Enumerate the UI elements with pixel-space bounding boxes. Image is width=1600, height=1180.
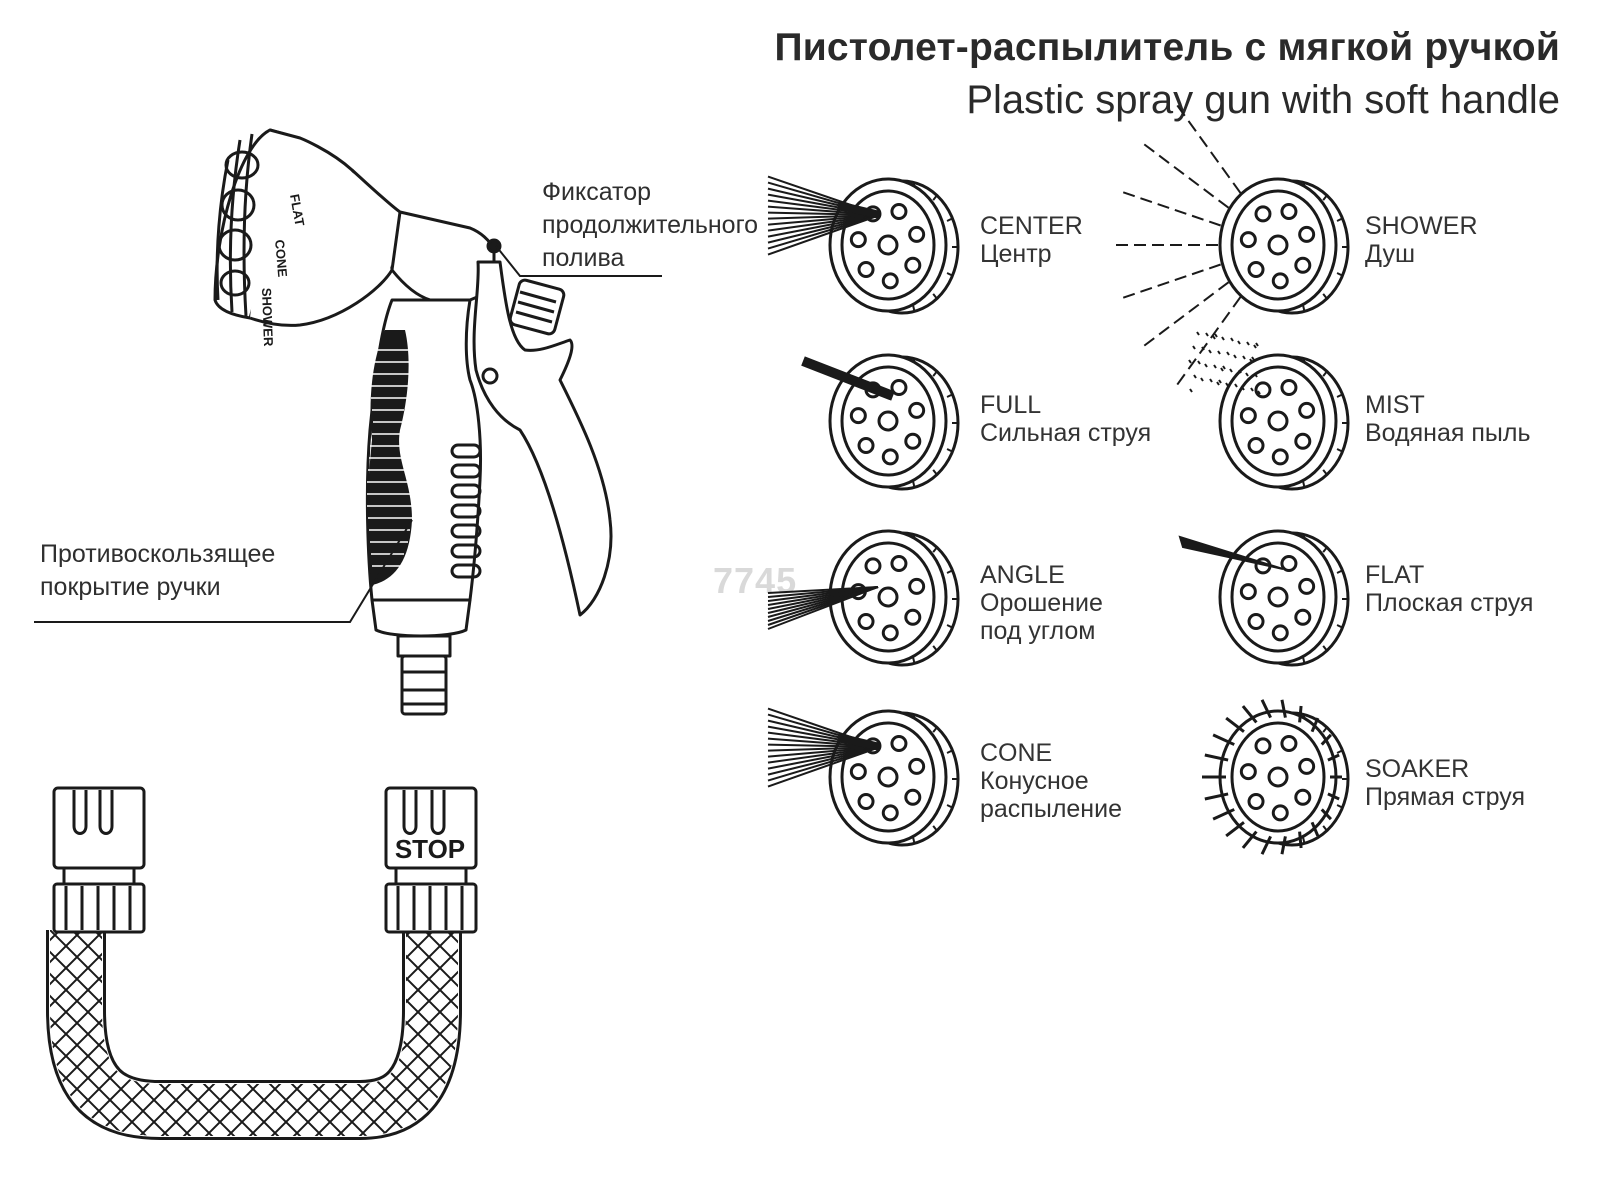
mode-full-en: FULL [980, 391, 1042, 419]
ring-label-cone: CONE [272, 239, 290, 278]
handle-slots [450, 443, 482, 579]
mode-label-full: FULL Сильная струя [980, 391, 1151, 447]
grip-callout-line [34, 519, 413, 623]
mode-flat-en: FLAT [1365, 561, 1425, 589]
mode-cone-ru-1: Конусное [980, 767, 1089, 795]
mode-soaker-en: SOAKER [1365, 755, 1470, 783]
callout-lines [34, 245, 662, 623]
grip-callout-line-1: Противоскользящее [40, 540, 276, 568]
mode-shower-en: SHOWER [1365, 212, 1478, 240]
mode-label-shower: SHOWER Душ [1365, 212, 1478, 268]
spray-mode-icons [767, 104, 1350, 855]
mode-angle-en: ANGLE [980, 561, 1065, 589]
grip-callout-line-2: покрытие ручки [40, 573, 221, 601]
flat-spray-icon [1178, 529, 1350, 667]
full-spray-icon [801, 353, 960, 491]
lock-callout: Фиксатор продолжительного полива [542, 176, 758, 275]
mode-label-soaker: SOAKER Прямая струя [1365, 755, 1525, 811]
nozzle-dial [213, 128, 394, 327]
mode-label-center: CENTER Центр [980, 212, 1083, 268]
right-coupling [384, 786, 478, 934]
cone-spray-icon [767, 707, 960, 847]
mode-center-en: CENTER [980, 212, 1083, 240]
mode-center-ru: Центр [980, 240, 1052, 268]
lock-callout-line-1: Фиксатор [542, 178, 652, 206]
mode-flat-ru: Плоская струя [1365, 589, 1534, 617]
lock-callout-line-2: продолжительного [542, 211, 759, 239]
mode-label-cone: CONE Конусное распыление [980, 739, 1122, 823]
mode-angle-ru-2: под углом [980, 617, 1096, 645]
spray-gun-drawing [213, 128, 613, 716]
shower-spray-icon [1116, 104, 1350, 386]
lock-callout-line [495, 245, 662, 277]
mist-spray-icon [1188, 331, 1350, 491]
title-russian: Пистолет-распылитель с мягкой ручкой [774, 26, 1560, 69]
angle-spray-icon [767, 529, 960, 667]
ring-label-shower: SHOWER [259, 288, 276, 348]
stop-label: STOP [395, 834, 465, 864]
mode-mist-ru: Водяная пыль [1365, 419, 1531, 447]
mode-cone-en: CONE [980, 739, 1053, 767]
mode-mist-en: MIST [1365, 391, 1425, 419]
watermark: 7745 [713, 560, 798, 601]
grip-callout: Противоскользящее покрытие ручки [40, 538, 275, 604]
mode-label-mist: MIST Водяная пыль [1365, 391, 1530, 447]
center-spray-icon [767, 175, 960, 315]
left-coupling [52, 786, 146, 934]
mode-soaker-ru: Прямая струя [1365, 783, 1526, 811]
mode-shower-ru: Душ [1365, 240, 1416, 268]
ring-label-flat: FLAT [287, 193, 307, 227]
mode-full-ru: Сильная струя [980, 419, 1152, 447]
title-english: Plastic spray gun with soft handle [966, 78, 1560, 122]
lock-callout-line-3: полива [542, 244, 625, 272]
hose-connector-drawing [46, 786, 478, 1140]
soaker-spray-icon [1202, 699, 1350, 855]
mode-label-angle: ANGLE Орошение под углом [980, 561, 1103, 645]
mode-label-flat: FLAT Плоская струя [1365, 561, 1533, 617]
mode-angle-ru-1: Орошение [980, 589, 1103, 617]
mode-cone-ru-2: распыление [980, 795, 1122, 823]
